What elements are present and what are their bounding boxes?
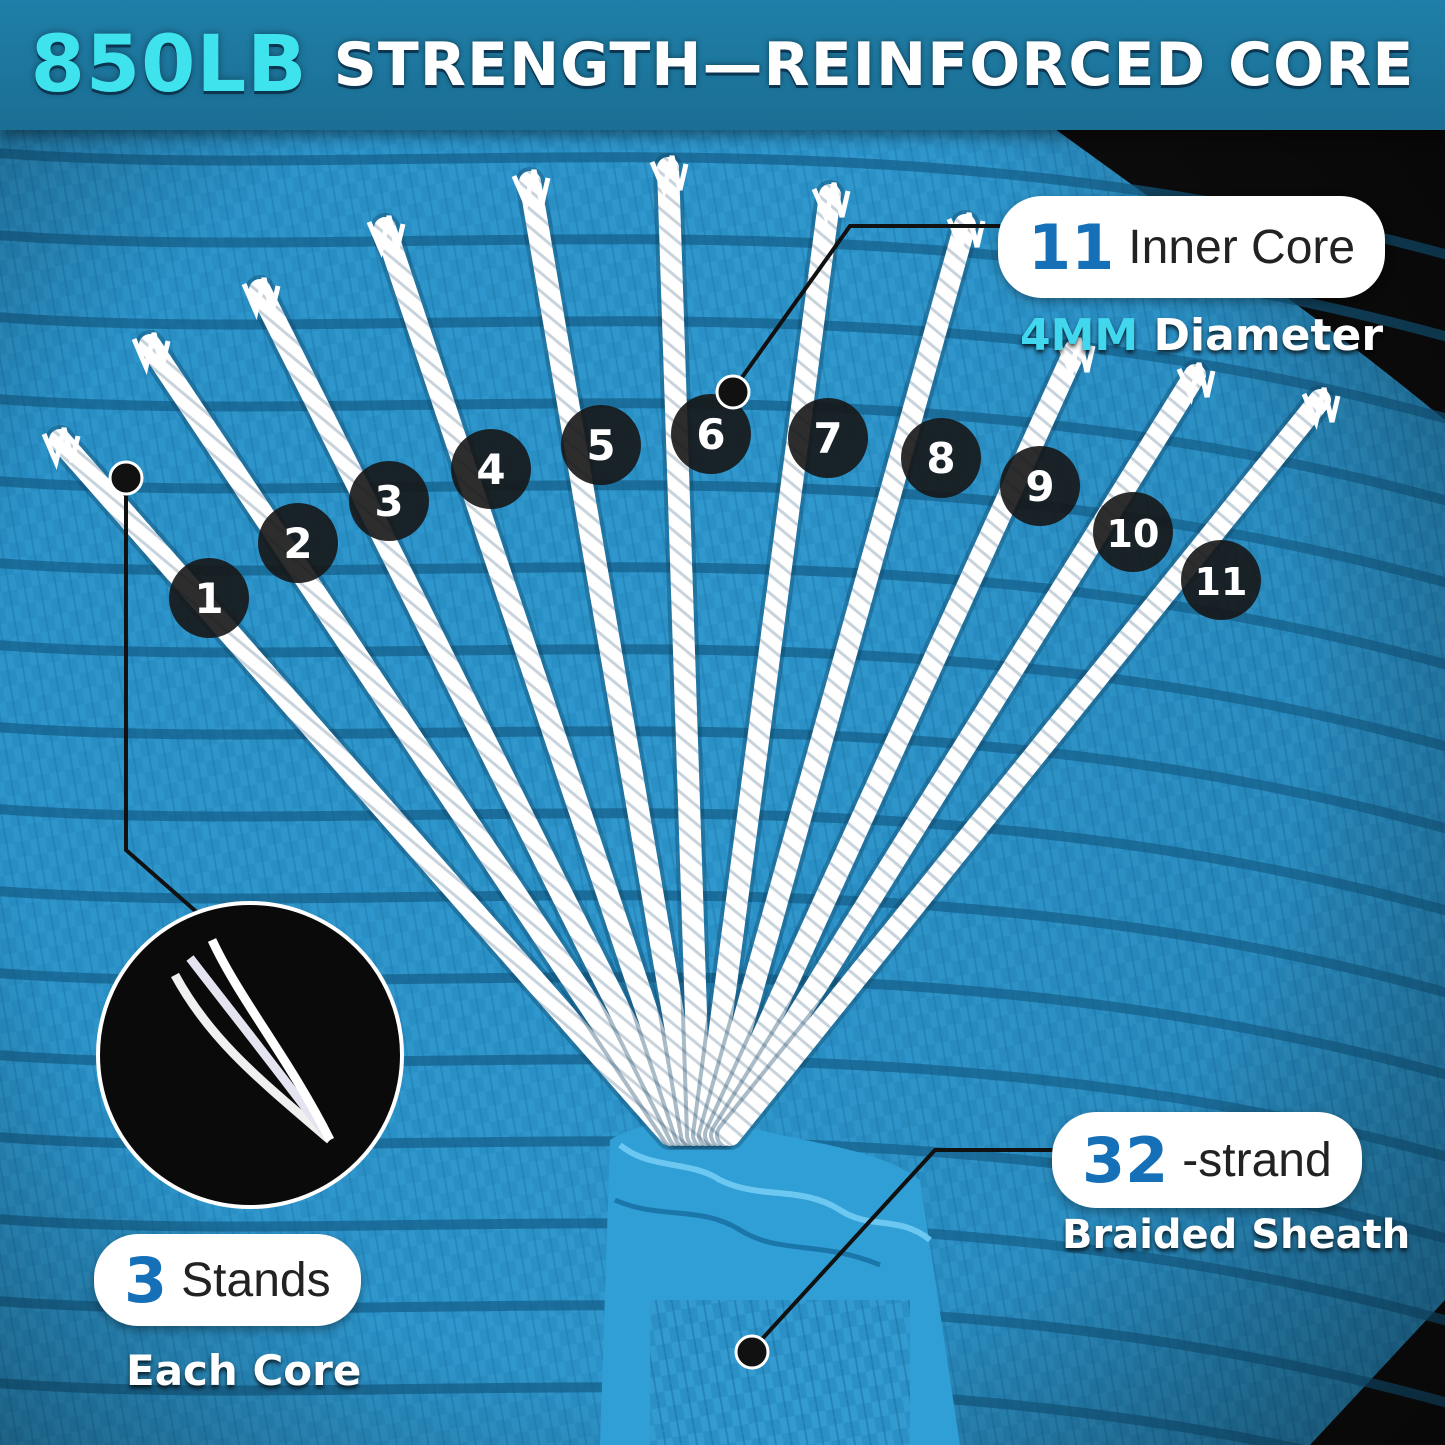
title-strength: 850LB (30, 20, 308, 110)
core-number-label: 7 (813, 414, 842, 463)
core-number-label: 6 (696, 410, 725, 459)
leader-dots (108, 374, 770, 1370)
core-number-label: 1 (194, 574, 223, 623)
inner-core-strand (715, 385, 1341, 1150)
core-number-badges: 1 2 3 4 5 6 7 8 9 10 11 (169, 394, 1261, 638)
stands-label: Stands (181, 1253, 331, 1307)
inner-core-strand (649, 153, 715, 1150)
stands-callout: 3 Stands (94, 1234, 361, 1326)
core-number-label: 4 (476, 445, 505, 494)
diameter-label: 4MM Diameter (1020, 310, 1383, 361)
braided-sheath-label: Braided Sheath (1062, 1212, 1411, 1258)
frayed-sheath-end (600, 1121, 960, 1445)
core-number-badge: 2 (258, 503, 338, 583)
inner-core-strand (697, 210, 986, 1150)
core-number-badge: 3 (349, 461, 429, 541)
three-strand-core-zoom-icon (96, 901, 404, 1209)
stands-count: 3 (124, 1243, 168, 1317)
core-number-label: 11 (1195, 560, 1248, 604)
core-number-badge: 8 (901, 418, 981, 498)
core-number-badge: 7 (788, 398, 868, 478)
core-number-label: 8 (926, 434, 955, 483)
sheath-count: 32 (1082, 1123, 1169, 1197)
core-number-label: 3 (374, 477, 403, 526)
inner-core-count: 11 (1028, 210, 1115, 284)
diameter-value: 4MM (1020, 310, 1139, 361)
core-number-badge: 10 (1093, 492, 1173, 572)
core-number-badge: 9 (1000, 446, 1080, 526)
inner-core-strand (366, 213, 703, 1150)
each-core-label: Each Core (126, 1346, 362, 1395)
leader-lines (124, 224, 1055, 1352)
diameter-text: Diameter (1153, 310, 1384, 361)
inner-core-strand (241, 275, 697, 1150)
core-number-badge: 5 (561, 405, 641, 485)
inner-core-strand (691, 180, 851, 1150)
inner-core-label: Inner Core (1128, 220, 1356, 274)
inner-core-strand (511, 167, 709, 1150)
inner-core-strand (131, 330, 691, 1150)
core-number-label: 5 (586, 421, 615, 470)
inner-core-strand (41, 425, 685, 1150)
title-text: STRENGTH—REINFORCED CORE (333, 30, 1415, 100)
sheath-label: -strand (1182, 1133, 1332, 1187)
core-number-badge: 11 (1181, 540, 1261, 620)
inner-core-callout: 11 Inner Core (998, 196, 1386, 298)
core-number-badge: 4 (451, 429, 531, 509)
core-number-label: 9 (1025, 462, 1054, 511)
sheath-callout: 32 -strand (1052, 1112, 1362, 1208)
core-number-label: 2 (283, 519, 312, 568)
core-number-badge: 6 (671, 394, 751, 474)
title-bar: 850LB STRENGTH—REINFORCED CORE (0, 0, 1445, 130)
core-number-label: 10 (1107, 512, 1160, 556)
core-number-badge: 1 (169, 558, 249, 638)
